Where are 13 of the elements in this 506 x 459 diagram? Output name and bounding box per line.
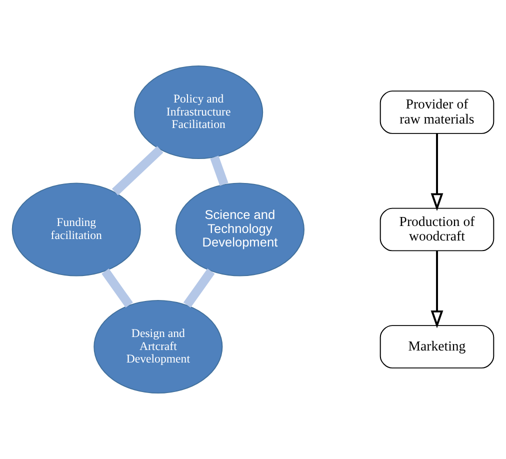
arrow xyxy=(430,134,444,211)
node-ellipse: Design and Artcraft Development xyxy=(94,300,223,394)
arrow xyxy=(430,250,444,328)
node-ellipse: Science and Technology Development xyxy=(175,182,304,276)
connector xyxy=(112,146,164,196)
node-box: Marketing xyxy=(380,325,494,368)
node-box: Production of woodcraft xyxy=(380,208,494,252)
connector xyxy=(102,268,133,308)
connector xyxy=(183,268,215,308)
connector xyxy=(210,156,228,186)
node-ellipse: Policy and Infrastructure Facilitation xyxy=(134,65,264,160)
node-box: Provider of raw materials xyxy=(380,90,494,134)
node-ellipse: Funding facilitation xyxy=(12,182,141,276)
